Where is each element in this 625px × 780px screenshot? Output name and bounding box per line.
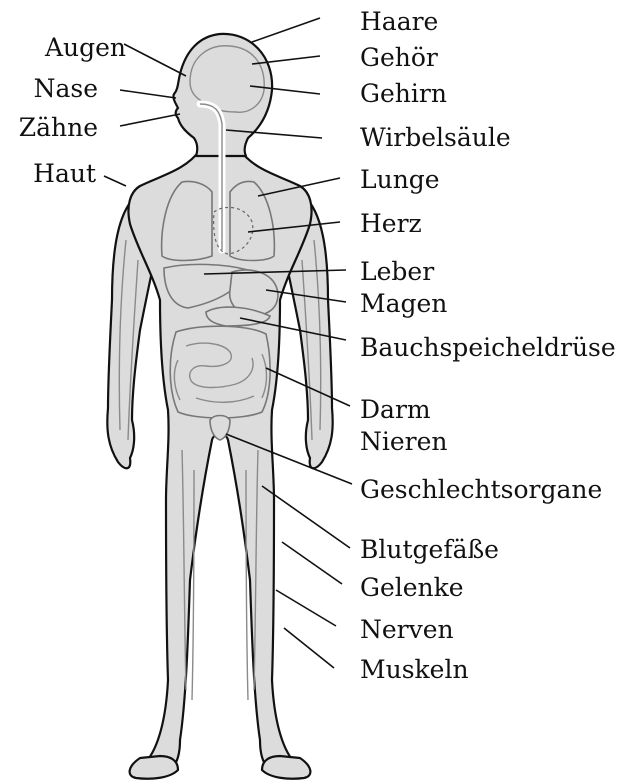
label-augen: Augen	[44, 33, 126, 62]
label-gelenke: Gelenke	[360, 573, 464, 602]
leader-muskeln	[284, 628, 334, 668]
leader-zaehne	[120, 114, 180, 126]
leader-haare	[252, 18, 320, 42]
label-zaehne: Zähne	[19, 113, 98, 142]
labels-left: Augen Nase Zähne Haut	[19, 33, 126, 188]
label-geschlechtsorgane: Geschlechtsorgane	[360, 475, 602, 504]
leader-nase	[120, 90, 176, 98]
label-gehoer: Gehör	[360, 43, 438, 72]
label-blutgefaesse: Blutgefäße	[360, 535, 499, 564]
internal-organs	[119, 46, 321, 700]
label-haut: Haut	[33, 159, 96, 188]
leader-nerven	[276, 590, 336, 626]
label-nieren: Nieren	[360, 427, 448, 456]
leader-gelenke	[282, 542, 342, 584]
label-wirbelsaeule: Wirbelsäule	[360, 123, 511, 152]
label-haare: Haare	[360, 7, 438, 36]
label-gehirn: Gehirn	[360, 79, 447, 108]
intestines	[170, 326, 270, 418]
label-herz: Herz	[360, 209, 422, 238]
label-nase: Nase	[34, 74, 98, 103]
label-muskeln: Muskeln	[360, 655, 469, 684]
label-leber: Leber	[360, 257, 434, 286]
label-magen: Magen	[360, 289, 447, 318]
leader-blutgefaesse	[262, 486, 350, 548]
label-darm: Darm	[360, 395, 431, 424]
label-lunge: Lunge	[360, 165, 440, 194]
leader-augen	[124, 44, 186, 76]
label-nerven: Nerven	[360, 615, 454, 644]
labels-right: Haare Gehör Gehirn Wirbelsäule Lunge Her…	[360, 7, 616, 684]
left-foot	[130, 756, 178, 779]
label-bauchspeicheldruese: Bauchspeicheldrüse	[360, 333, 616, 362]
right-foot	[262, 756, 310, 779]
leader-haut	[104, 176, 126, 186]
